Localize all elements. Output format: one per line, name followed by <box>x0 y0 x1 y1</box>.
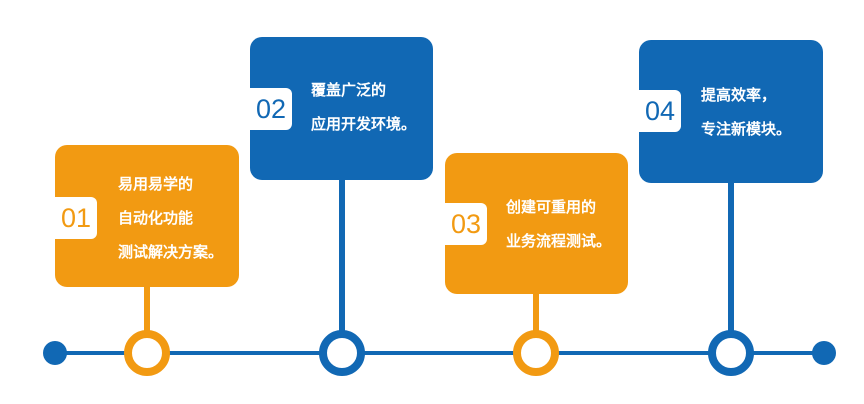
step-line: 覆盖广泛的 <box>311 81 387 99</box>
step-number-02: 02 <box>250 88 292 130</box>
step-card-02: 02 覆盖广泛的 应用开发环境。 <box>250 37 433 180</box>
step-line: 创建可重用的 <box>506 198 597 216</box>
step-number-03: 03 <box>445 203 487 245</box>
step-text-03: 创建可重用的 业务流程测试。 <box>506 190 611 258</box>
node-02 <box>319 330 365 376</box>
step-card-01: 01 易用易学的 自动化功能 测试解决方案。 <box>55 145 239 287</box>
step-card-03: 03 创建可重用的 业务流程测试。 <box>445 153 628 294</box>
step-line: 测试解决方案。 <box>118 243 224 261</box>
step-line: 业务流程测试。 <box>506 232 612 250</box>
step-card-04: 04 提高效率， 专注新模块。 <box>639 40 823 183</box>
step-text-04: 提高效率， 专注新模块。 <box>701 78 791 146</box>
timeline-start-dot <box>43 341 67 365</box>
step-line: 专注新模块。 <box>701 120 792 138</box>
step-line: 提高效率， <box>701 86 777 104</box>
step-text-01: 易用易学的 自动化功能 测试解决方案。 <box>118 167 223 269</box>
node-03 <box>513 330 559 376</box>
step-line: 易用易学的 <box>118 175 194 193</box>
step-line: 应用开发环境。 <box>311 115 417 133</box>
step-text-02: 覆盖广泛的 应用开发环境。 <box>311 73 416 141</box>
node-04 <box>708 330 754 376</box>
step-number-04: 04 <box>639 90 681 132</box>
step-line: 自动化功能 <box>118 209 194 227</box>
timeline-end-dot <box>812 341 836 365</box>
step-number-01: 01 <box>55 197 97 239</box>
node-01 <box>124 330 170 376</box>
